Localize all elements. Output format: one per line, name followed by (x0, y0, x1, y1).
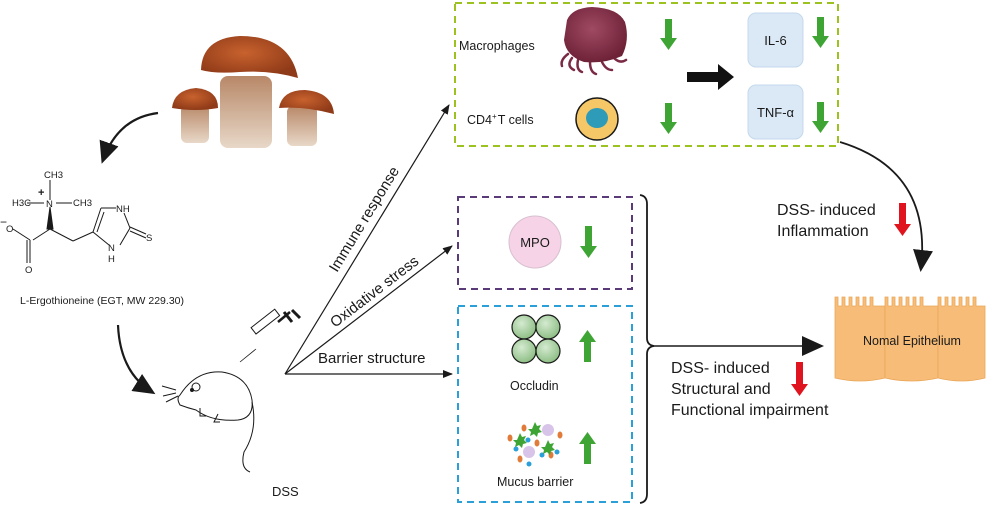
atom-charge-minus: − (0, 215, 7, 229)
tnf-alpha-decrease-arrow-icon (812, 102, 829, 133)
barrier-structure-box (457, 305, 633, 503)
cd4-suffix: T cells (498, 113, 534, 127)
tnf-alpha-label: TNF-α (757, 105, 795, 120)
occludin-increase-arrow-icon (579, 330, 596, 362)
atom-ch3-right: CH3 (73, 198, 92, 209)
atom-charge-plus: + (38, 187, 44, 199)
oxidative-stress-arrow (284, 245, 453, 375)
pathway-immune-label: Immune response (326, 164, 403, 275)
il6-decrease-arrow-icon (812, 17, 829, 48)
atom-sulfur: S (146, 233, 152, 244)
inflammation-to-epithelium-arrow (839, 141, 933, 272)
ergothioneine-atoms: CH3 + H3C N CH3 NH S N H O − O (0, 170, 152, 276)
compound-label: L-Ergothioneine (EGT, MW 229.30) (20, 295, 184, 307)
occludin-icon (511, 314, 561, 364)
atom-h3c-left: H3C (12, 198, 31, 209)
mucus-increase-arrow-icon (579, 432, 596, 464)
immune-response-arrow (284, 104, 450, 375)
mucus-barrier-label: Mucus barrier (497, 475, 573, 489)
cd4-t-cell-icon (575, 97, 619, 141)
macrophage-decrease-arrow-icon (660, 19, 677, 50)
il6-label: IL-6 (764, 33, 786, 48)
il6-box (747, 12, 804, 68)
pathway-barrier-label: Barrier structure (318, 350, 426, 367)
atom-nh-bottom-h: H (108, 254, 115, 265)
occludin-label: Occludin (510, 379, 559, 393)
mucus-barrier-icon (507, 422, 563, 467)
oxidative-stress-box (457, 196, 633, 290)
mushroom-to-compound-arrow (99, 111, 159, 164)
inflammation-decrease-arrow-icon (894, 203, 911, 236)
structural-text-line2: Structural and (671, 381, 771, 398)
atom-nh-top: NH (116, 204, 130, 215)
model-label: DSS (272, 484, 299, 499)
compound-to-mouse-arrow (116, 324, 156, 395)
inflammation-text-line1: DSS- induced (777, 202, 876, 219)
epithelium-illustration (834, 296, 986, 382)
macrophages-label: Macrophages (459, 39, 535, 53)
syringe-icon (239, 308, 302, 363)
cytokine-release-arrow-icon (687, 64, 734, 90)
atom-ch3-top: CH3 (44, 170, 63, 181)
macrophage-icon (560, 7, 628, 76)
mouse-illustration (161, 371, 255, 473)
epithelium-label: Nomal Epithelium (863, 334, 961, 348)
atom-o-carboxylate: O (6, 224, 13, 235)
mpo-circle (508, 215, 562, 269)
inflammation-text-line2: Inflammation (777, 223, 869, 240)
structural-text-line1: DSS- induced (671, 360, 770, 377)
structural-decrease-arrow-icon (791, 362, 808, 396)
structural-text-line3: Functional impairment (671, 402, 829, 419)
atom-n-plus: N (46, 199, 53, 210)
cd4-text: CD4 (467, 113, 492, 127)
tnf-alpha-box (747, 84, 804, 140)
cd4-t-cells-label: CD4+T cells (467, 112, 534, 127)
cd4-decrease-arrow-icon (660, 103, 677, 134)
atom-o-carbonyl: O (25, 265, 32, 276)
mushroom-illustration (172, 36, 334, 148)
ergothioneine-structure (12, 180, 147, 263)
atom-nh-bottom-n: N (108, 243, 115, 254)
grouping-brace (639, 194, 655, 504)
mpo-decrease-arrow-icon (580, 226, 597, 258)
cd4-superscript: + (492, 112, 497, 121)
mpo-label: MPO (520, 235, 550, 250)
